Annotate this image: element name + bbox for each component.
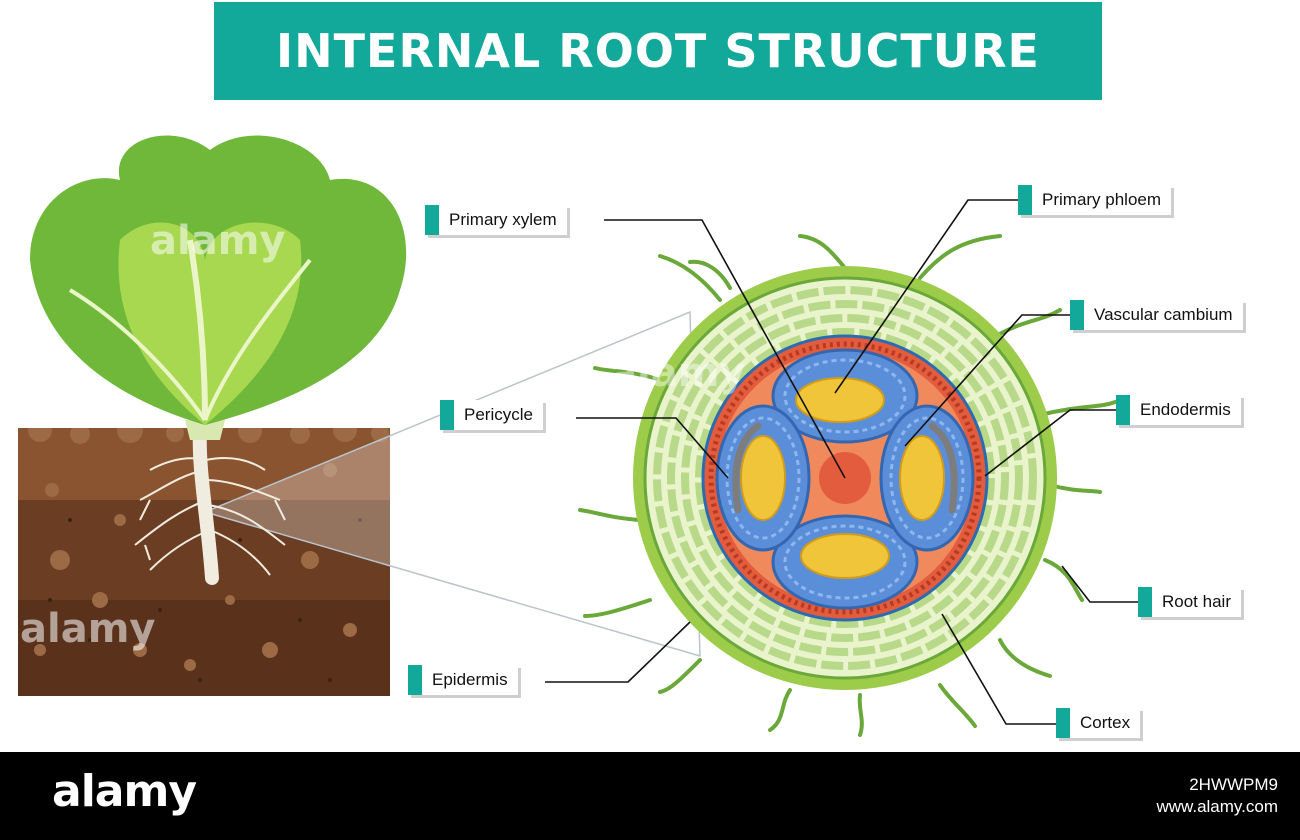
diagram-artwork <box>18 135 1138 737</box>
leader-lines <box>545 199 1138 725</box>
root-cross-section <box>578 234 1117 737</box>
label-tab <box>1056 708 1070 738</box>
footer-image-info: 2HWWPM9 www.alamy.com <box>1156 774 1278 818</box>
watermark: alamy <box>150 218 286 264</box>
page-title: INTERNAL ROOT STRUCTURE <box>276 24 1040 78</box>
plant-illustration <box>30 135 407 585</box>
footer-logo: alamy <box>52 766 197 817</box>
label-text: Endodermis <box>1140 400 1231 419</box>
label-root-hair: Root hair <box>1138 587 1241 617</box>
label-primary-phloem: Primary phloem <box>1018 185 1172 215</box>
label-tab <box>408 665 422 695</box>
label-cortex: Cortex <box>1056 708 1141 738</box>
label-vascular-cambium: Vascular cambium <box>1070 300 1243 330</box>
label-text: Epidermis <box>432 670 508 689</box>
watermark: alamy <box>610 350 746 396</box>
label-primary-xylem: Primary xylem <box>425 205 567 235</box>
image-id: 2HWWPM9 <box>1189 775 1278 794</box>
label-text: Root hair <box>1162 592 1231 611</box>
label-tab <box>1116 395 1130 425</box>
label-endodermis: Endodermis <box>1116 395 1241 425</box>
label-epidermis: Epidermis <box>408 665 518 695</box>
label-pericycle: Pericycle <box>440 400 543 430</box>
label-text: Cortex <box>1080 713 1131 732</box>
label-text: Vascular cambium <box>1094 305 1233 324</box>
label-text: Pericycle <box>464 405 533 424</box>
label-tab <box>440 400 454 430</box>
footer-url[interactable]: www.alamy.com <box>1156 797 1278 816</box>
label-tab <box>1070 300 1084 330</box>
watermark: alamy <box>20 606 156 652</box>
label-text: Primary xylem <box>449 210 557 229</box>
label-tab <box>425 205 439 235</box>
label-tab <box>1138 587 1152 617</box>
title-banner: INTERNAL ROOT STRUCTURE <box>214 2 1102 100</box>
label-tab <box>1018 185 1032 215</box>
label-text: Primary phloem <box>1042 190 1162 209</box>
footer-bar: alamy 2HWWPM9 www.alamy.com <box>0 752 1300 840</box>
